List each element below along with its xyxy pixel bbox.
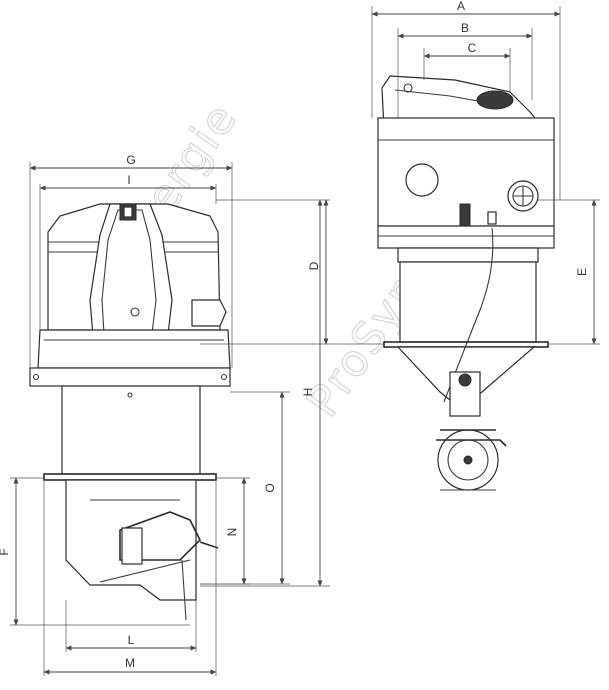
side-port-circle [405, 163, 439, 197]
dim-f-label: F [0, 548, 11, 555]
dim-g-label: G [126, 153, 135, 167]
side-connector-2 [487, 211, 497, 225]
front-view [29, 203, 231, 621]
front-mounting-flange [43, 473, 217, 481]
dim-m-label: M [125, 656, 135, 670]
side-motor-body [399, 261, 537, 343]
dimension-lines [10, 6, 600, 676]
dim-l-label: L [128, 633, 135, 647]
front-motor-body [61, 385, 201, 475]
dim-d-label: D [307, 261, 321, 270]
dim-c-label: C [468, 41, 477, 55]
dim-h-label: H [301, 388, 315, 397]
dim-i-label: I [127, 173, 130, 187]
dimension-labels: A B C G I D E H O N F L M [0, 0, 589, 670]
side-connector-1 [459, 203, 471, 229]
dim-e-label: E [575, 268, 589, 276]
dim-a-label: A [457, 0, 465, 13]
side-view [377, 75, 555, 491]
front-side-fitting [191, 299, 227, 327]
dim-o-label: O [263, 483, 277, 492]
front-base-plate [29, 367, 231, 387]
dim-b-label: B [461, 21, 469, 35]
dim-n-label: N [225, 528, 239, 537]
